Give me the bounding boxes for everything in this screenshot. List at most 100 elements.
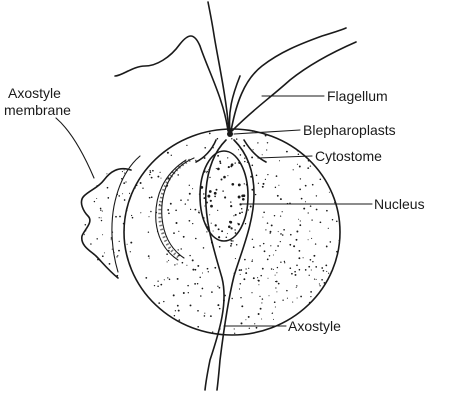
blepharoplasts-leader bbox=[234, 130, 300, 134]
stipple-dot bbox=[209, 190, 212, 193]
stipple-dot bbox=[85, 224, 87, 226]
stipple-dot bbox=[276, 281, 278, 283]
stipple-dot bbox=[129, 193, 130, 194]
stipple-dot bbox=[107, 187, 109, 189]
stipple-dot bbox=[262, 217, 263, 218]
axostyle-membrane-leader bbox=[56, 118, 94, 178]
stipple-dot bbox=[219, 287, 221, 289]
stipple-dot bbox=[236, 244, 238, 246]
stipple-dot bbox=[282, 300, 283, 301]
stipple-dot bbox=[200, 295, 202, 297]
stipple-dot bbox=[245, 319, 246, 320]
stipple-dot bbox=[213, 230, 214, 231]
stipple-dot bbox=[238, 196, 241, 199]
stipple-dot bbox=[299, 224, 301, 226]
stipple-dot bbox=[215, 224, 217, 226]
stipple-dot bbox=[177, 305, 179, 307]
stipple-dot bbox=[141, 149, 142, 150]
stipple-dot bbox=[210, 315, 212, 317]
stipple-dot bbox=[167, 152, 169, 154]
stipple-dot bbox=[244, 259, 246, 261]
stipple-dot bbox=[316, 279, 317, 280]
stipple-dot bbox=[222, 190, 223, 191]
stipple-dot bbox=[220, 162, 222, 164]
stipple-dot bbox=[243, 194, 246, 197]
stipple-dot bbox=[319, 285, 320, 286]
stipple-dot bbox=[177, 278, 179, 280]
stipple-dot bbox=[104, 252, 105, 253]
stipple-dot bbox=[135, 187, 136, 188]
stipple-dot bbox=[192, 269, 194, 271]
stipple-dot bbox=[231, 298, 232, 299]
stipple-dot bbox=[226, 236, 228, 238]
stipple-dot bbox=[316, 209, 318, 211]
stipple-dot bbox=[221, 179, 223, 181]
stipple-dot bbox=[125, 330, 127, 332]
stipple-dot bbox=[133, 147, 135, 149]
stipple-dot bbox=[321, 279, 323, 281]
stipple-dot bbox=[259, 245, 260, 246]
stipple-dot bbox=[305, 185, 307, 187]
stipple-dot bbox=[207, 195, 210, 198]
stipple-dot bbox=[180, 248, 181, 249]
stipple-dot bbox=[269, 295, 270, 296]
stipple-dot bbox=[126, 217, 127, 218]
label-nucleus: Nucleus bbox=[374, 196, 425, 212]
stipple-dot bbox=[171, 323, 172, 324]
stipple-dot bbox=[267, 142, 268, 143]
stipple-dot bbox=[311, 269, 312, 270]
stipple-dot bbox=[336, 295, 337, 296]
stipple-dot bbox=[100, 208, 102, 210]
stipple-dot bbox=[140, 212, 141, 213]
stipple-dot bbox=[276, 175, 278, 177]
stipple-dot bbox=[296, 287, 297, 288]
stipple-dot bbox=[209, 133, 211, 135]
stipple-dot bbox=[124, 173, 125, 174]
stipple-dot bbox=[230, 227, 232, 229]
stipple-dot bbox=[278, 283, 280, 285]
stipple-dot bbox=[116, 256, 117, 257]
stipple-dot bbox=[130, 242, 132, 244]
stipple-dot bbox=[299, 250, 301, 252]
stipple-dot bbox=[275, 250, 276, 251]
stipple-dot bbox=[278, 185, 279, 186]
stipple-dot bbox=[321, 267, 323, 269]
stipple-dot bbox=[251, 260, 253, 262]
stipple-dot bbox=[317, 164, 318, 165]
stipple-dot bbox=[265, 229, 266, 230]
stipple-dot bbox=[151, 196, 153, 198]
stipple-dot bbox=[289, 267, 291, 269]
stipple-dot bbox=[198, 210, 199, 211]
stipple-dot bbox=[275, 275, 276, 276]
stipple-dot bbox=[85, 169, 87, 171]
stipple-dot bbox=[183, 236, 185, 238]
stipple-dot bbox=[235, 232, 237, 234]
stipple-dot bbox=[150, 211, 152, 213]
label-blepharoplasts: Blepharoplasts bbox=[303, 122, 396, 138]
stipple-dot bbox=[300, 148, 302, 150]
stipple-dot bbox=[140, 182, 142, 184]
stipple-dot bbox=[197, 283, 198, 284]
stipple-dot bbox=[295, 274, 297, 276]
stipple-dot bbox=[171, 155, 172, 156]
stipple-dot bbox=[146, 317, 148, 319]
stipple-dot bbox=[228, 166, 230, 168]
stipple-dot bbox=[160, 144, 161, 145]
stipple-dot bbox=[123, 266, 124, 267]
stipple-dot bbox=[316, 195, 317, 196]
stipple-dot bbox=[326, 141, 327, 142]
stipple-dot bbox=[150, 172, 152, 174]
stipple-dot bbox=[313, 152, 314, 153]
stipple-dot bbox=[231, 138, 232, 139]
stipple-dot bbox=[314, 312, 316, 314]
stipple-dot bbox=[195, 269, 197, 271]
stipple-dot bbox=[122, 193, 123, 194]
stipple-dot bbox=[299, 189, 301, 191]
stipple-dot bbox=[240, 274, 241, 275]
stipple-dot bbox=[165, 133, 167, 135]
stipple-dot bbox=[228, 226, 231, 229]
stipple-dot bbox=[148, 255, 150, 257]
stipple-dot bbox=[311, 238, 312, 239]
stipple-dot bbox=[107, 274, 109, 276]
stipple-dot bbox=[267, 222, 269, 224]
